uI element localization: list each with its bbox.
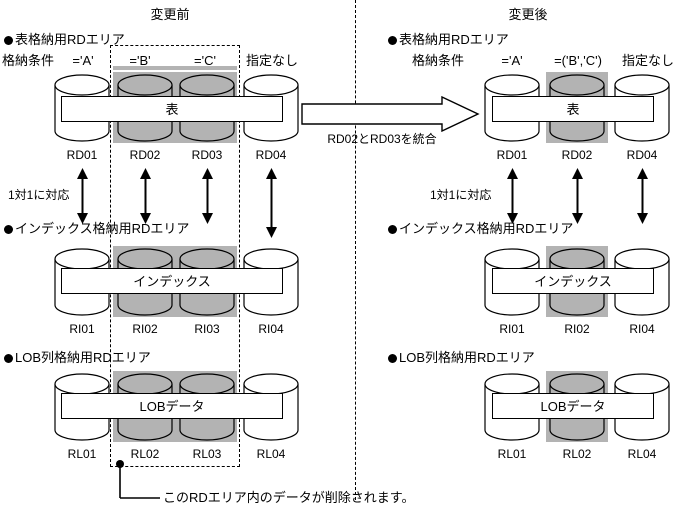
- area-label-rd04-before: RD04: [255, 148, 287, 162]
- area-label-rl04-before: RL04: [256, 447, 286, 461]
- heading-table-before: 表格納用RDエリア: [4, 33, 125, 46]
- heading-lob-after-label: LOB列格納用RDエリア: [399, 350, 535, 365]
- area-label-rd01-after: RD01: [496, 148, 528, 162]
- footnote-leader: [112, 460, 172, 504]
- area-label-rl02-after: RL02: [562, 447, 592, 461]
- area-label-rd03-before: RD03: [191, 148, 223, 162]
- area-label-rd02-before: RD02: [129, 148, 161, 162]
- data-bar-index-before: インデックス: [61, 268, 283, 294]
- area-label-rd04-after: RD04: [626, 148, 658, 162]
- heading-lob-before: LOB列格納用RDエリア: [4, 351, 151, 364]
- heading-index-before-label: インデックス格納用RDエリア: [15, 221, 190, 236]
- area-label-ri01-before: RI01: [69, 322, 95, 336]
- condition-rd02-before: ='B': [129, 53, 151, 68]
- area-label-ri04-after: RI04: [629, 322, 655, 336]
- data-bar-table-before: 表: [61, 96, 283, 122]
- heading-index-before: インデックス格納用RDエリア: [4, 222, 189, 235]
- area-label-rd02-after: RD02: [561, 148, 593, 162]
- condition-rd04-after: 指定なし: [621, 53, 675, 68]
- area-label-ri01-after: RI01: [499, 322, 525, 336]
- heading-index-after: インデックス格納用RDエリア: [388, 222, 573, 235]
- bullet-icon: [4, 36, 13, 45]
- heading-table-after-label: 表格納用RDエリア: [399, 32, 509, 47]
- bullet-icon: [388, 36, 397, 45]
- link-arrow-rd02-after: [571, 168, 584, 224]
- link-arrow-rd04-before: [265, 168, 278, 238]
- condition-rd01-after: ='A': [501, 53, 523, 68]
- heading-lob-after: LOB列格納用RDエリア: [388, 351, 535, 364]
- storage-condition-label-before: 格納条件: [2, 53, 55, 68]
- bullet-icon: [388, 225, 397, 234]
- selection-rect-before: [110, 45, 240, 467]
- footnote-text: このRDエリア内のデータが削除されます。: [163, 490, 415, 505]
- storage-condition-label-after: 格納条件: [412, 53, 465, 68]
- merge-arrow-label: RD02とRD03を統合: [327, 132, 437, 146]
- title-before: 変更前: [150, 7, 190, 22]
- gray-rule-table-before: [113, 66, 237, 70]
- data-bar-lob-after: LOBデータ: [492, 393, 654, 419]
- condition-rd04-before: 指定なし: [245, 53, 299, 68]
- area-label-rd01-before: RD01: [66, 148, 98, 162]
- data-bar-index-after: インデックス: [492, 268, 654, 294]
- heading-table-before-label: 表格納用RDエリア: [15, 32, 125, 47]
- condition-rd03-before: ='C': [194, 53, 216, 68]
- area-label-ri02-before: RI02: [132, 322, 158, 336]
- one-to-one-label-after: 1対1に対応: [430, 188, 492, 202]
- area-label-rl02-before: RL02: [130, 447, 160, 461]
- heading-lob-before-label: LOB列格納用RDエリア: [15, 350, 151, 365]
- area-label-rl01-after: RL01: [497, 447, 527, 461]
- link-arrow-rd01-after: [506, 168, 519, 224]
- bullet-icon: [4, 225, 13, 234]
- area-label-ri04-before: RI04: [258, 322, 284, 336]
- link-arrow-rd03-before: [201, 168, 214, 224]
- link-arrow-rd04-after: [636, 168, 649, 224]
- data-bar-lob-before: LOBデータ: [61, 393, 283, 419]
- bullet-icon: [4, 354, 13, 363]
- condition-rd02-after: =('B','C'): [554, 53, 602, 68]
- bullet-icon: [388, 354, 397, 363]
- link-arrow-rd02-before: [139, 168, 152, 224]
- data-bar-table-after: 表: [492, 96, 654, 122]
- merge-arrow-icon: [300, 96, 480, 132]
- heading-index-after-label: インデックス格納用RDエリア: [399, 221, 574, 236]
- area-label-rl04-after: RL04: [627, 447, 657, 461]
- title-after: 変更後: [508, 7, 548, 22]
- area-label-ri03-before: RI03: [194, 322, 220, 336]
- link-arrow-rd01-before: [76, 168, 89, 224]
- condition-rd01-before: ='A': [72, 53, 94, 68]
- one-to-one-label-before: 1対1に対応: [8, 188, 70, 202]
- heading-table-after: 表格納用RDエリア: [388, 33, 509, 46]
- center-divider: [355, 0, 356, 500]
- area-label-rl03-before: RL03: [192, 447, 222, 461]
- area-label-rl01-before: RL01: [67, 447, 97, 461]
- area-label-ri02-after: RI02: [564, 322, 590, 336]
